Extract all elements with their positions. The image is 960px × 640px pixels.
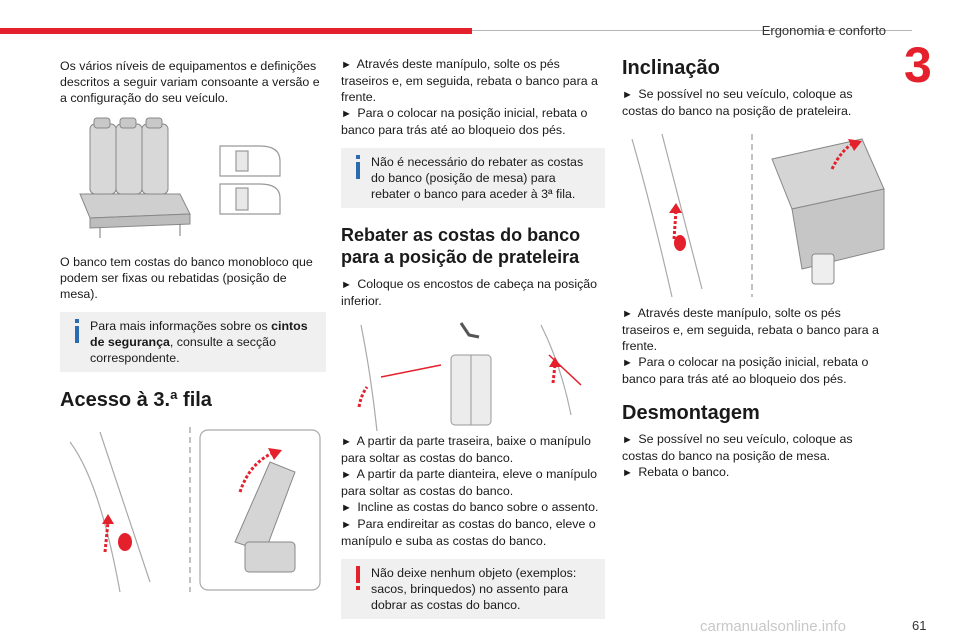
bullet-arrow: ►	[341, 519, 352, 531]
heading-removal: Desmontagem	[622, 402, 760, 424]
column-3: Inclinação ► Se possível no seu veículo,…	[622, 56, 888, 481]
c3-step5: ► Rebata o banco.	[622, 464, 888, 481]
bench-seat-illustration	[60, 116, 326, 254]
bullet-arrow: ►	[341, 108, 352, 120]
warning-note: Não deixe nenhum objeto (exemplos: sacos…	[341, 559, 605, 619]
c2-step7-text: Para endireitar as costas do banco, elev…	[341, 517, 596, 548]
c2-step3-text: Coloque os encostos de cabeça na posição…	[341, 277, 598, 308]
header-accent-bar	[0, 28, 472, 34]
intro-text: Os vários níveis de equipamentos e defin…	[60, 59, 320, 105]
chapter-number: 3	[904, 37, 932, 93]
column-1: Os vários níveis de equipamentos e defin…	[60, 58, 326, 597]
note2-text: Não é necessário do rebater as costas do…	[371, 155, 584, 201]
bullet-arrow: ►	[622, 434, 633, 446]
info-note-2: Não é necessário do rebater as costas do…	[341, 148, 605, 208]
c3-step2-text: Através deste manípulo, solte os pés tra…	[622, 306, 879, 353]
c2-step7: ► Para endireitar as costas do banco, el…	[341, 516, 605, 549]
bullet-arrow: ►	[341, 469, 352, 481]
c2-step6: ► Incline as costas do banco sobre o ass…	[341, 499, 605, 516]
bullet-arrow: ►	[622, 467, 633, 479]
shelf-position-illustration	[341, 315, 605, 433]
c3-step2: ► Através deste manípulo, solte os pés t…	[622, 305, 888, 354]
warning-icon	[356, 566, 360, 590]
c2-step6-text: Incline as costas do banco sobre o assen…	[357, 500, 599, 514]
heading-tilt: Inclinação	[622, 57, 720, 79]
bullet-arrow: ►	[622, 357, 633, 369]
c3-step4-text: Se possível no seu veículo, coloque as c…	[622, 432, 853, 463]
bullet-arrow: ►	[622, 89, 633, 101]
c2-step3: ► Coloque os encostos de cabeça na posiç…	[341, 276, 605, 309]
bullet-arrow: ►	[341, 502, 352, 514]
c2-step1: ► Através deste manípulo, solte os pés t…	[341, 56, 605, 105]
note1-bold: cintos de segurança	[90, 319, 308, 349]
bench-text: O banco tem costas do banco monobloco qu…	[60, 255, 313, 301]
bullet-arrow: ►	[341, 59, 352, 71]
header-rule	[472, 30, 912, 31]
access-3rd-row-illustration	[60, 422, 326, 597]
note1-after: , consulte a secção correspondente.	[90, 335, 276, 365]
bullet-arrow: ►	[341, 436, 352, 448]
info-icon	[75, 319, 79, 343]
c3-step1-text: Se possível no seu veículo, coloque as c…	[622, 87, 853, 118]
c2-step5: ► A partir da parte dianteira, eleve o m…	[341, 466, 605, 499]
info-note: Para mais informações sobre os cintos de…	[60, 312, 326, 372]
heading-shelf-position: Rebater as costas do banco para a posiçã…	[341, 225, 581, 267]
info-icon	[356, 155, 360, 179]
c2-step5-text: A partir da parte dianteira, eleve o man…	[341, 467, 598, 498]
c3-step4: ► Se possível no seu veículo, coloque as…	[622, 431, 888, 464]
heading-access-3rd-row: Acesso à 3.ª fila	[60, 389, 212, 411]
warning-text: Não deixe nenhum objeto (exemplos: sacos…	[371, 566, 577, 612]
tilt-illustration	[622, 129, 888, 301]
watermark: carmanualsonline.info	[700, 618, 846, 635]
c2-step2-text: Para o colocar na posição inicial, rebat…	[341, 106, 588, 137]
c3-step3: ► Para o colocar na posição inicial, reb…	[622, 354, 888, 387]
bullet-arrow: ►	[341, 279, 352, 291]
column-2: ► Através deste manípulo, solte os pés t…	[341, 56, 605, 619]
c2-step4-text: A partir da parte traseira, baixe o maní…	[341, 434, 591, 465]
c3-step5-text: Rebata o banco.	[638, 465, 730, 479]
c3-step3-text: Para o colocar na posição inicial, rebat…	[622, 355, 869, 386]
c2-step2: ► Para o colocar na posição inicial, reb…	[341, 105, 605, 138]
c3-step1: ► Se possível no seu veículo, coloque as…	[622, 86, 888, 119]
bullet-arrow: ►	[622, 308, 633, 320]
c2-step1-text: Através deste manípulo, solte os pés tra…	[341, 57, 598, 104]
section-title: Ergonomia e conforto	[761, 23, 886, 38]
page-number: 61	[912, 618, 927, 633]
note1-before: Para mais informações sobre os	[90, 319, 272, 333]
c2-step4: ► A partir da parte traseira, baixe o ma…	[341, 433, 605, 466]
